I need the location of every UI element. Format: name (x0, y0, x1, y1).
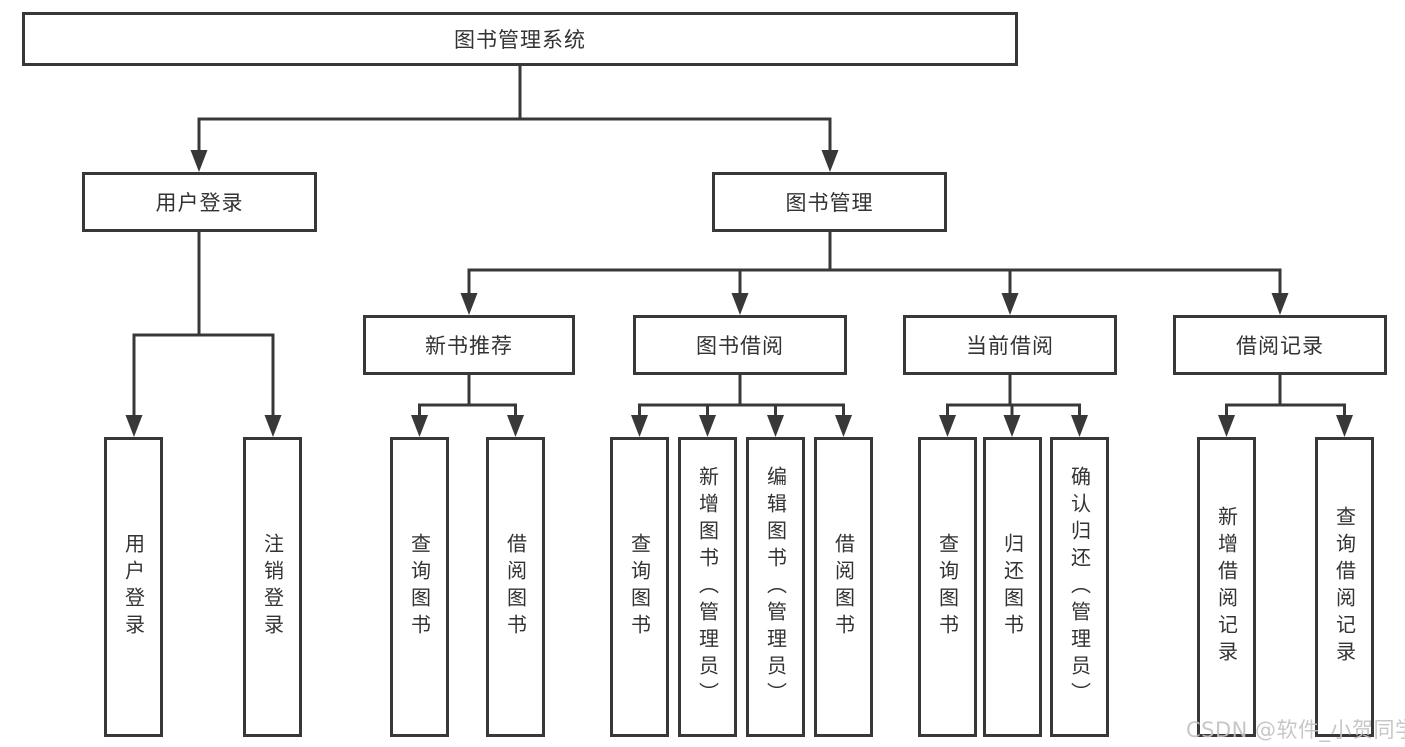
leaf-return-book-label: 归还图书 (1000, 533, 1025, 641)
leaf-edit-book-admin-label: 编辑图书（管理员） (763, 465, 788, 709)
leaf-logout-label: 注销登录 (260, 533, 285, 641)
node-user-login-label: 用户登录 (155, 191, 244, 215)
node-user-login: 用户登录 (82, 172, 317, 232)
node-book-borrowing-label: 图书借阅 (696, 334, 784, 358)
leaf-add-book-admin-label: 新增图书（管理员） (695, 465, 720, 709)
node-borrowing-records-label: 借阅记录 (1236, 334, 1324, 358)
leaf-borrow-books-recommend: 借阅图书 (486, 437, 545, 737)
csdn-watermark: CSDN @软件_小贺同学 (1186, 718, 1405, 742)
leaf-borrow-books-borrowing-label: 借阅图书 (831, 533, 856, 641)
leaf-user-login: 用户登录 (104, 437, 163, 737)
node-book-management-label: 图书管理 (785, 191, 874, 215)
node-book-management: 图书管理 (712, 172, 947, 232)
leaf-borrow-books-borrowing: 借阅图书 (814, 437, 873, 737)
leaf-add-book-admin: 新增图书（管理员） (678, 437, 737, 737)
leaf-borrow-books-recommend-label: 借阅图书 (503, 533, 528, 641)
leaf-add-borrow-record: 新增借阅记录 (1197, 437, 1256, 737)
node-current-borrowing: 当前借阅 (903, 315, 1117, 375)
node-current-borrowing-label: 当前借阅 (966, 334, 1054, 358)
leaf-query-books-current-label: 查询图书 (935, 533, 960, 641)
leaf-query-borrow-record-label: 查询借阅记录 (1332, 506, 1357, 668)
node-new-book-recommendation-label: 新书推荐 (425, 334, 513, 358)
leaf-edit-book-admin: 编辑图书（管理员） (746, 437, 805, 737)
leaf-confirm-return-admin-label: 确认归还（管理员） (1067, 465, 1092, 709)
node-library-system-label: 图书管理系统 (454, 28, 586, 52)
leaf-logout: 注销登录 (243, 437, 302, 737)
leaf-query-books-borrowing: 查询图书 (610, 437, 669, 737)
leaf-query-books-recommend: 查询图书 (390, 437, 449, 737)
leaf-confirm-return-admin: 确认归还（管理员） (1050, 437, 1109, 737)
leaf-return-book: 归还图书 (983, 437, 1042, 737)
leaf-add-borrow-record-label: 新增借阅记录 (1214, 506, 1239, 668)
node-new-book-recommendation: 新书推荐 (363, 315, 575, 375)
leaf-query-borrow-record: 查询借阅记录 (1315, 437, 1374, 737)
leaf-query-books-current: 查询图书 (918, 437, 977, 737)
node-book-borrowing: 图书借阅 (633, 315, 847, 375)
leaf-user-login-label: 用户登录 (121, 533, 146, 641)
leaf-query-books-borrowing-label: 查询图书 (627, 533, 652, 641)
node-borrowing-records: 借阅记录 (1173, 315, 1387, 375)
leaf-query-books-recommend-label: 查询图书 (407, 533, 432, 641)
node-library-system: 图书管理系统 (22, 12, 1018, 66)
